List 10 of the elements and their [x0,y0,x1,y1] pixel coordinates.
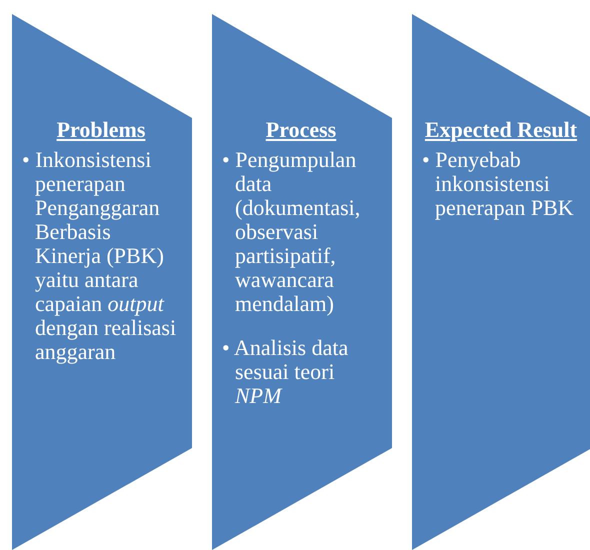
bullet-text: • Inkonsistensi penerapan Penganggaran Berbasis Kinerja (PBK) yaitu antara capaian output dengan realisasi anggaran [22,148,178,364]
bullet-text: • Penyebab inkonsistensi penerapan PBK [422,148,575,220]
chevron-shape [412,14,590,550]
bullet-text: • Analisis data sesuai teori NPM [222,336,350,408]
heading: Process [264,118,338,142]
chevron-shape [12,14,192,550]
heading: Problems [56,118,146,142]
chevron-shape [212,14,392,550]
heading: Expected Result [424,118,578,142]
bullet-text: • Pengumpulan data (dokumentasi, observasi partisipatif, wawancara mendalam) [222,148,362,316]
